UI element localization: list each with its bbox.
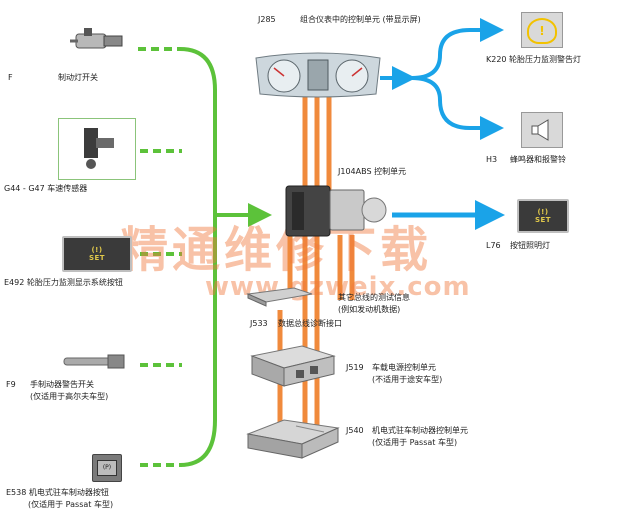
label-f-name: 制动灯开关 — [58, 73, 98, 82]
abs-control-unit-image — [285, 185, 387, 237]
label-e538: E538 机电式驻车制动器按钮 — [6, 488, 109, 497]
label-g44: G44 - G47 车速传感器 — [4, 184, 88, 193]
speed-sensor-frame — [58, 118, 136, 180]
label-e538-note: (仅适用于 Passat 车型) — [28, 500, 114, 509]
label-j519-code: J519 — [346, 363, 364, 372]
label-j285-code: J285 — [258, 15, 276, 24]
parking-brake-button-image: (P) — [92, 454, 122, 482]
label-j540-name: 机电式驻车制动器控制单元 — [372, 426, 468, 435]
label-j533-name: 数据总线诊断接口 — [278, 319, 342, 328]
tpms-button-image: (!) SET — [62, 236, 132, 272]
label-f-code: F — [8, 73, 13, 82]
green-bus — [179, 47, 217, 467]
watermark-chinese: 精通维修下载 — [120, 222, 433, 278]
p-icon: (P) — [97, 460, 117, 476]
buzzer-image — [521, 112, 563, 148]
label-j540-note: (仅适用于 Passat 车型) — [372, 438, 458, 447]
set-icon: (!) — [91, 246, 103, 254]
label-l76-name: 按钮照明灯 — [510, 241, 550, 250]
label-j519-name: 车载电源控制单元 — [372, 363, 436, 372]
label-f9-code: F9 — [6, 380, 16, 389]
tpms-warning-lamp-image: ! — [521, 12, 563, 48]
label-f9-name: 手制动器警告开关 — [30, 380, 94, 389]
speed-sensor-image — [84, 128, 114, 169]
label-j285-name: 组合仪表中的控制单元 (带显示屏) — [300, 15, 421, 24]
brake-light-switch-image — [70, 28, 123, 49]
speaker-icon — [531, 119, 549, 141]
button-lamp-image: (!) SET — [517, 199, 569, 233]
blue-arrow-h3 — [411, 76, 504, 140]
label-h3-code: H3 — [486, 155, 498, 164]
label-l76-code: L76 — [486, 241, 501, 250]
label-j533-code: J533 — [250, 319, 268, 328]
label-can-line2: (例如发动机数据) — [338, 305, 401, 314]
label-f9-note: (仅适用于高尔夫车型) — [30, 392, 109, 401]
onboard-supply-unit-image — [250, 345, 336, 387]
blue-arrow-k220 — [411, 18, 504, 80]
label-j104: J104ABS 控制单元 — [338, 167, 407, 176]
label-e492: E492 轮胎压力监测显示系统按钮 — [4, 278, 123, 287]
label-can-line1: 其它总线的测试信息 — [338, 293, 410, 302]
handbrake-switch-image — [63, 354, 125, 369]
lamp-set-text: SET — [534, 216, 552, 224]
epb-control-unit-image — [246, 419, 340, 459]
gateway-image — [246, 287, 313, 307]
label-j519-note: (不适用于途安车型) — [372, 375, 443, 384]
lamp-set-icon: (!) — [537, 208, 549, 216]
tpms-warning-icon: ! — [527, 18, 557, 44]
label-k220: K220 轮胎压力监测警告灯 — [486, 55, 582, 64]
set-button-text: SET — [88, 254, 106, 262]
instrument-cluster-image — [255, 52, 381, 98]
label-h3-name: 蜂鸣器和报警铃 — [510, 155, 566, 164]
label-j540-code: J540 — [346, 426, 364, 435]
